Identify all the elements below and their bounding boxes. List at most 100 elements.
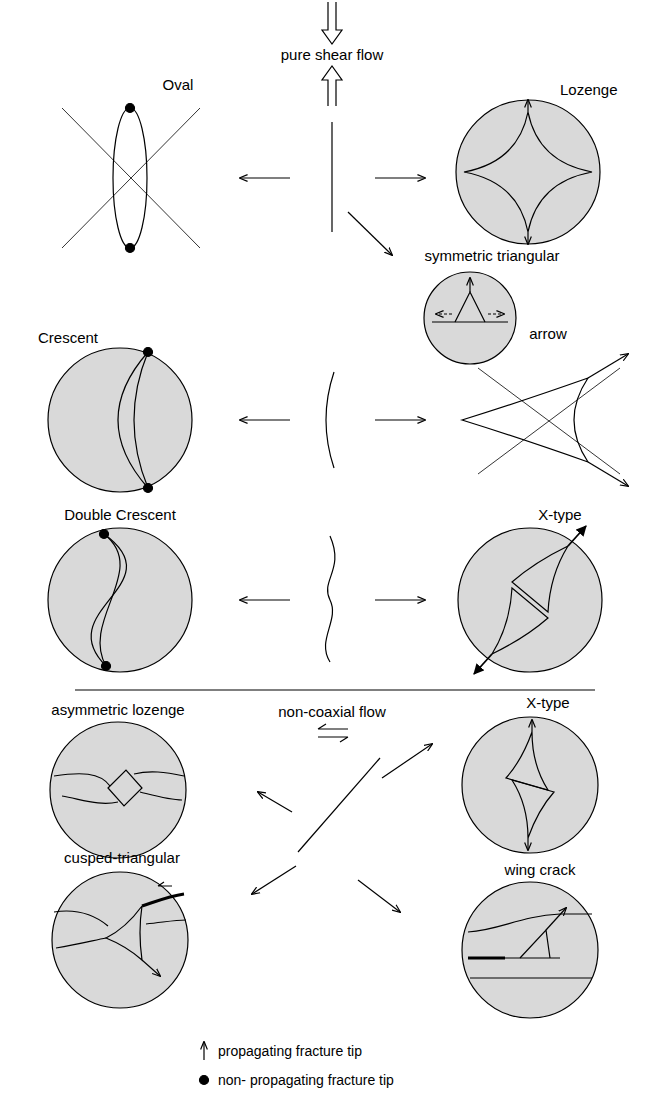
- initial-fracture: [325, 536, 334, 662]
- evolution-arrow: [375, 419, 425, 420]
- arrow-fracture: [462, 354, 628, 486]
- wing-crack-fracture: [505, 957, 560, 958]
- crescent-fracture: [144, 484, 153, 493]
- triangular-fracture: [436, 313, 452, 314]
- asymmetric-lozenge-fracture: [54, 774, 110, 786]
- asymmetric-lozenge-fracture: [62, 796, 118, 803]
- evolution-arrow: [358, 880, 400, 912]
- shape-label: Double Crescent: [64, 506, 176, 524]
- shape-label: wing crack: [505, 861, 576, 879]
- cusped-triangular-fracture: [142, 960, 160, 976]
- x-type-fracture: [458, 526, 602, 674]
- arrow-fracture: [588, 462, 628, 486]
- cusped-triangular-fracture: [142, 894, 184, 906]
- x-type-fracture: [462, 717, 598, 853]
- double-crescent-fracture: [48, 528, 192, 672]
- triangular-fracture: [488, 313, 504, 314]
- arrow-fracture: [478, 368, 620, 474]
- evolution-arrow: [252, 866, 296, 894]
- oval-fracture: [126, 244, 135, 253]
- shape-label: asymmetric lozenge: [51, 701, 184, 719]
- asymmetric-lozenge-fracture: [134, 772, 184, 776]
- evolution-arrow: [240, 419, 290, 420]
- cusped-triangular-fracture: [106, 906, 142, 960]
- crescent-fracture: [144, 348, 153, 357]
- shape-label: pure shear flow: [281, 46, 384, 64]
- wing-crack-fracture: [470, 977, 592, 978]
- shape-label: non-coaxial flow: [278, 703, 386, 721]
- initial-fracture: [331, 122, 332, 232]
- double-crescent-fracture: [100, 530, 109, 539]
- oval-fracture: [113, 108, 147, 248]
- crescent-fracture: [48, 348, 192, 492]
- compression-arrow: [322, 66, 342, 106]
- asymmetric-lozenge-fracture: [140, 792, 182, 800]
- shape-label: X-type: [526, 694, 569, 712]
- shape-label: X-type: [538, 506, 581, 524]
- oval-fracture: [62, 108, 200, 248]
- cusped-triangular-fracture: [146, 920, 186, 924]
- initial-fracture: [326, 372, 334, 468]
- legend-sample: [200, 1076, 209, 1085]
- legend-text: propagating fracture tip: [218, 1042, 362, 1060]
- evolution-arrow: [240, 599, 290, 600]
- double-crescent-fracture: [102, 662, 111, 671]
- evolution-arrow: [375, 177, 425, 178]
- initial-fracture: [298, 758, 380, 852]
- triangular-fracture: [469, 278, 470, 292]
- wing-crack-fracture: [462, 882, 598, 1018]
- evolution-arrow: [240, 178, 432, 912]
- shape-label: Crescent: [38, 329, 98, 347]
- arrow-fracture: [588, 354, 628, 378]
- crescent-fracture: [118, 352, 148, 488]
- wing-crack-fracture: [546, 908, 566, 930]
- asymmetric-lozenge-fracture: [50, 722, 186, 858]
- legend-sample: [203, 1042, 204, 1060]
- cusped-triangular-fracture: [52, 872, 188, 1008]
- x-type-fracture: [458, 528, 602, 672]
- crescent-fracture: [48, 348, 192, 493]
- asymmetric-lozenge-fracture: [50, 722, 186, 858]
- cusped-triangular-fracture: [54, 911, 108, 926]
- cusped-triangular-fracture: [158, 882, 172, 886]
- lozenge-fracture: [456, 100, 600, 244]
- evolution-arrow: [382, 744, 432, 778]
- triangular-fracture: [424, 272, 516, 364]
- evolution-arrow: [258, 792, 292, 812]
- arrow-fracture: [462, 378, 588, 462]
- evolution-arrow: [348, 212, 392, 255]
- compression-arrow: [322, 2, 342, 44]
- shape-label: cusped-triangular: [64, 849, 180, 867]
- evolution-arrow: [375, 599, 425, 600]
- x-type-fracture: [527, 838, 528, 850]
- wing-crack-fracture: [520, 930, 550, 958]
- x-type-fracture: [512, 546, 568, 612]
- legend-text: non- propagating fracture tip: [218, 1071, 394, 1089]
- shear-sense-symbol: [318, 724, 348, 742]
- oval-fracture: [62, 104, 200, 253]
- double-crescent-fracture: [48, 528, 192, 672]
- x-type-fracture: [462, 717, 598, 853]
- x-type-fracture: [531, 720, 532, 732]
- wing-crack-fracture: [468, 914, 592, 932]
- section-divider: [75, 689, 595, 690]
- oval-fracture: [126, 104, 135, 113]
- lozenge-fracture: [456, 100, 600, 244]
- x-type-fracture: [492, 588, 548, 654]
- lozenge-fracture: [527, 100, 528, 112]
- double-crescent-fracture: [100, 534, 120, 666]
- evolution-arrow: [240, 177, 290, 178]
- lozenge-fracture: [527, 232, 528, 244]
- wing-crack-fracture: [462, 882, 598, 1018]
- x-type-fracture: [474, 654, 492, 674]
- wing-crack-fracture: [468, 957, 505, 960]
- shape-label: Lozenge: [560, 81, 618, 99]
- x-type-fracture: [512, 780, 554, 838]
- triangular-fracture: [455, 292, 485, 322]
- triangular-fracture: [424, 272, 516, 364]
- shear-sense-symbol: [318, 724, 348, 729]
- triangular-fracture: [432, 321, 508, 322]
- shape-label: symmetric triangular: [424, 247, 559, 265]
- lozenge-fracture: [464, 112, 592, 232]
